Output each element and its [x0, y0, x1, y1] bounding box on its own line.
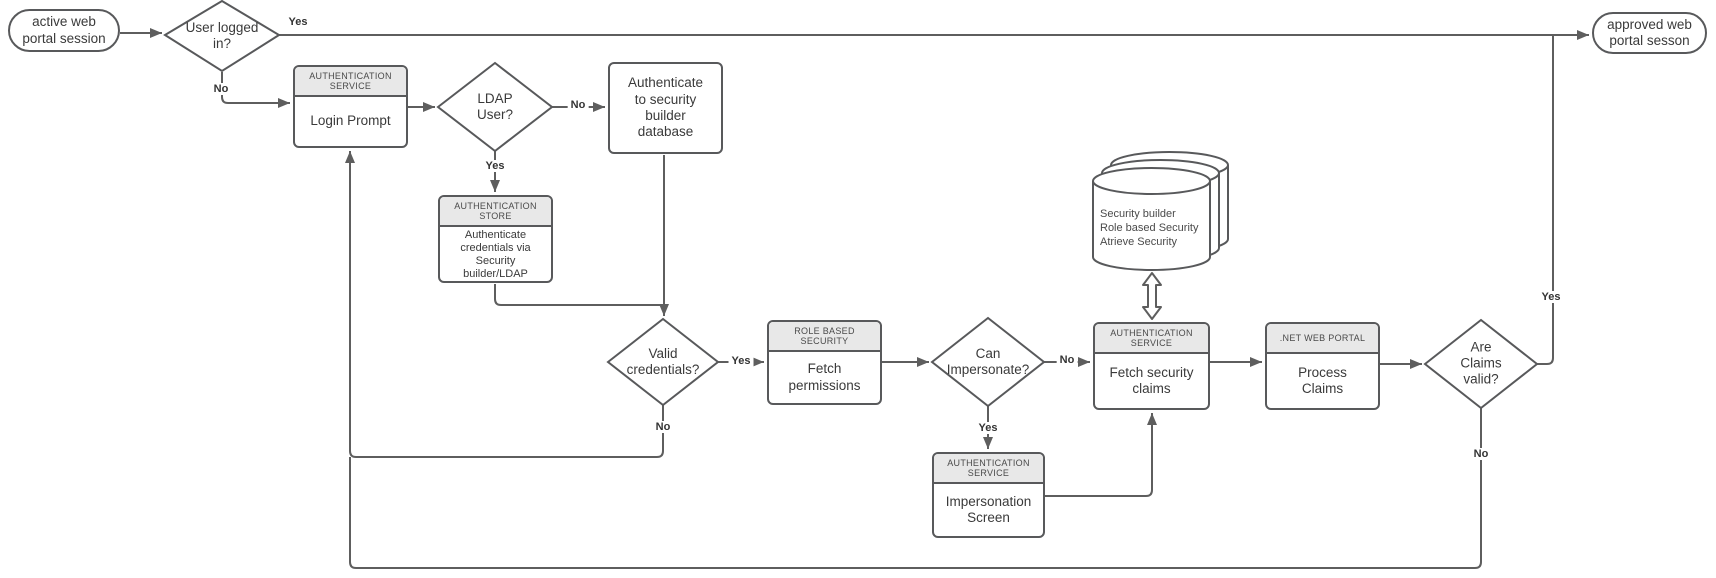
edge-label-logged-in-no: No [210, 83, 232, 95]
edge-claimsvalid-yes [1537, 35, 1554, 365]
decision-are-claims-valid[interactable] [1423, 318, 1539, 410]
edge-label-credentials-no: No [652, 421, 674, 433]
node-fetch-security-claims-body: Fetch security claims [1109, 364, 1194, 396]
node-fetch-permissions-body: Fetch permissions [788, 361, 861, 393]
node-login-prompt[interactable]: AUTHENTICATION SERVICE Login Prompt [293, 65, 408, 148]
node-authenticate-security-builder-body: Authenticate to security builder databas… [627, 75, 704, 140]
node-impersonation-screen-header: AUTHENTICATION SERVICE [934, 454, 1043, 484]
node-process-claims-body: Process Claims [1298, 364, 1347, 396]
edge-claimsvalid-no-loop [349, 408, 1482, 569]
decision-user-logged-in[interactable] [163, 0, 281, 73]
edge-validcred-no-loop [345, 151, 664, 458]
node-login-prompt-body: Login Prompt [310, 113, 391, 129]
node-process-claims-header: .NET WEB PORTAL [1267, 324, 1378, 354]
node-fetch-security-claims-header: AUTHENTICATION SERVICE [1095, 324, 1208, 354]
decision-valid-credentials-label: Valid credentials? [626, 345, 700, 377]
terminal-start-label: active web portal session [22, 14, 106, 46]
datastore-label: Security builder Role based Security Atr… [1100, 208, 1199, 248]
node-authentication-store[interactable]: AUTHENTICATION STORE Authenticate creden… [438, 195, 553, 283]
decision-ldap-user-label: LDAP User? [476, 90, 513, 122]
edge-label-credentials-yes: Yes [728, 355, 754, 367]
datastore-cylinder-front[interactable] [1092, 167, 1211, 271]
edge-store-join [494, 284, 663, 306]
node-fetch-permissions-header: ROLE BASED SECURITY [769, 322, 880, 352]
double-arrow-datastore-sync [1142, 272, 1162, 320]
terminal-end[interactable]: approved web portal sesson [1592, 12, 1707, 54]
decision-can-impersonate[interactable] [930, 316, 1046, 408]
decision-are-claims-valid-label: Are Claims valid? [1460, 339, 1502, 388]
edge-label-logged-in-yes: Yes [285, 16, 311, 28]
edge-label-claims-yes: Yes [1538, 291, 1564, 303]
node-fetch-permissions[interactable]: ROLE BASED SECURITY Fetch permissions [767, 320, 882, 405]
node-impersonation-screen[interactable]: AUTHENTICATION SERVICE Impersonation Scr… [932, 452, 1045, 538]
node-authentication-store-body: Authenticate credentials via Security bu… [460, 229, 531, 280]
node-login-prompt-header: AUTHENTICATION SERVICE [295, 67, 406, 97]
decision-ldap-user[interactable] [436, 61, 554, 153]
terminal-end-label: approved web portal sesson [1607, 16, 1692, 48]
terminal-start[interactable]: active web portal session [8, 9, 120, 52]
edge-logged-in-no [221, 72, 290, 108]
edge-label-impersonate-yes: Yes [975, 422, 1001, 434]
node-authenticate-security-builder[interactable]: Authenticate to security builder databas… [608, 62, 723, 154]
node-impersonation-screen-body: Impersonation Screen [945, 493, 1032, 525]
edge-label-ldap-no: No [567, 99, 589, 111]
edge-impscreen-to-claims [1045, 413, 1157, 497]
edge-label-ldap-yes: Yes [482, 160, 508, 172]
edge-label-claims-no: No [1470, 448, 1492, 460]
decision-user-logged-in-label: User logged in? [185, 19, 259, 51]
decision-can-impersonate-label: Can Impersonate? [946, 345, 1030, 377]
node-authentication-store-header: AUTHENTICATION STORE [440, 197, 551, 227]
node-process-claims[interactable]: .NET WEB PORTAL Process Claims [1265, 322, 1380, 410]
node-fetch-security-claims[interactable]: AUTHENTICATION SERVICE Fetch security cl… [1093, 322, 1210, 410]
decision-valid-credentials[interactable] [606, 317, 720, 407]
edge-label-impersonate-no: No [1056, 354, 1078, 366]
